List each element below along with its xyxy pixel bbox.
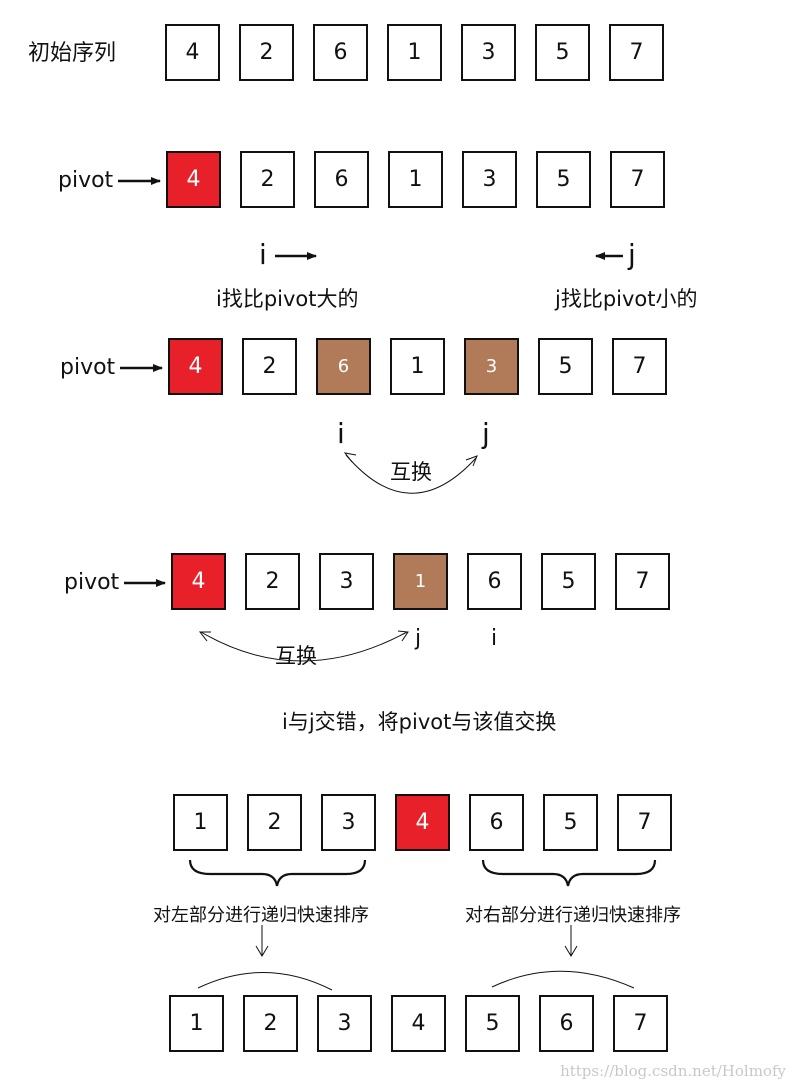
row4-cell-3: 3 <box>319 553 374 610</box>
cross-note: i与j交错，将pivot与该值交换 <box>282 710 557 734</box>
row3-pivot-cell: 4 <box>168 338 223 395</box>
row6-cell-4: 4 <box>391 995 446 1052</box>
i-label-row4: i <box>491 626 498 651</box>
row4-cell-6: 5 <box>541 553 596 610</box>
row3-cell-4: 1 <box>390 338 445 395</box>
swap-label-row4: 互换 <box>275 644 317 668</box>
i-description: i找比pivot大的 <box>216 287 359 311</box>
j-label-row3: j <box>482 417 490 450</box>
row6-cell-7: 7 <box>613 995 668 1052</box>
row5-cell-5: 6 <box>469 794 524 851</box>
row4-cell-2: 2 <box>245 553 300 610</box>
pivot-label-row3: pivot <box>60 355 116 380</box>
row4-cell-5: 6 <box>467 553 522 610</box>
row6-cell-2: 2 <box>243 995 298 1052</box>
swap-curve-row3 <box>345 454 477 494</box>
row2-pivot-cell: 4 <box>166 151 221 208</box>
row3-j-cell: 3 <box>464 338 519 395</box>
right-brace <box>481 859 657 887</box>
row4-j-cell: 1 <box>393 553 448 610</box>
row5-cell-3: 3 <box>321 794 376 851</box>
right-recursion-label: 对右部分进行递归快速排序 <box>465 905 681 926</box>
row2-cell-2: 2 <box>240 151 295 208</box>
row2-cell-4: 1 <box>388 151 443 208</box>
row6-cell-5: 5 <box>465 995 520 1052</box>
i-pointer-label: i <box>259 238 267 271</box>
row6-cell-3: 3 <box>317 995 372 1052</box>
pivot-label-row2: pivot <box>58 168 114 193</box>
watermark: https://blog.csdn.net/Holmofy <box>560 1062 786 1080</box>
row5-pivot-cell: 4 <box>395 794 450 851</box>
swap-curve-row4 <box>200 631 408 662</box>
row2-cell-6: 5 <box>536 151 591 208</box>
row3-cell-2: 2 <box>242 338 297 395</box>
row5-cell-1: 1 <box>173 794 228 851</box>
i-label-row3: i <box>337 417 345 450</box>
row1-cell-4: 1 <box>387 24 442 81</box>
row6-cell-1: 1 <box>169 995 224 1052</box>
j-description: j找比pivot小的 <box>555 287 698 311</box>
row5-cell-6: 5 <box>543 794 598 851</box>
row2-cell-3: 6 <box>314 151 369 208</box>
row4-cell-7: 7 <box>615 553 670 610</box>
row1-cell-7: 7 <box>609 24 664 81</box>
swap-label-row3: 互换 <box>390 460 432 484</box>
pivot-label-row4: pivot <box>64 570 120 595</box>
row3-cell-6: 5 <box>538 338 593 395</box>
j-pointer-label: j <box>628 238 636 271</box>
row1-cell-5: 3 <box>461 24 516 81</box>
left-result-arc <box>197 972 333 991</box>
left-recursion-label: 对左部分进行递归快速排序 <box>153 905 369 926</box>
row4-pivot-cell: 4 <box>171 553 226 610</box>
row2-cell-5: 3 <box>462 151 517 208</box>
row6-cell-6: 6 <box>539 995 594 1052</box>
row1-cell-2: 2 <box>239 24 294 81</box>
row3-i-cell: 6 <box>316 338 371 395</box>
row5-cell-7: 7 <box>617 794 672 851</box>
row1-cell-1: 4 <box>165 24 220 81</box>
row5-cell-2: 2 <box>247 794 302 851</box>
j-label-row4: j <box>415 626 422 651</box>
row1-cell-3: 6 <box>313 24 368 81</box>
row2-cell-7: 7 <box>610 151 665 208</box>
initial-sequence-label: 初始序列 <box>28 41 117 66</box>
left-brace <box>188 859 367 887</box>
right-result-arc <box>491 970 635 989</box>
row1-cell-6: 5 <box>535 24 590 81</box>
row3-cell-7: 7 <box>612 338 667 395</box>
